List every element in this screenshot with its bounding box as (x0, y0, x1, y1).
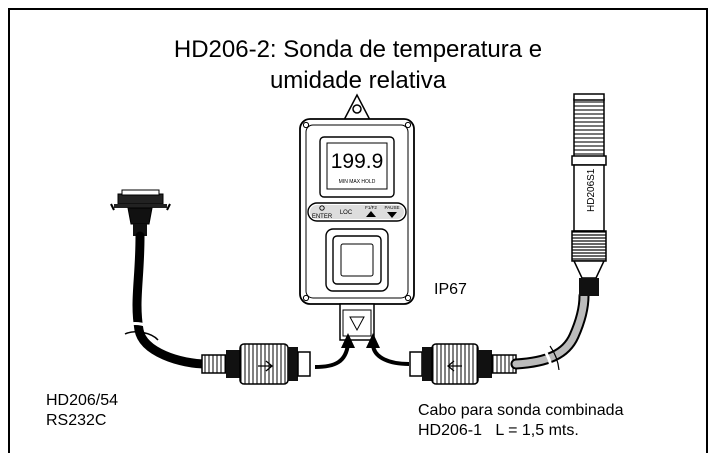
cable-label: Cabo para sonda combinada HD206-1 L = 1,… (418, 401, 623, 441)
display-indicators: MIN MAX HOLD (339, 179, 376, 185)
db9-connector (110, 189, 171, 236)
up-arrow-icon (366, 211, 376, 217)
right-round-connector (409, 343, 517, 385)
display-value: 199.9 (331, 150, 384, 173)
probe-cable (510, 290, 590, 373)
left-round-connector (201, 343, 311, 385)
data-logger-device: 199.9 MIN MAX HOLD ENTER LOC F1/F2 PAUSE (299, 93, 415, 341)
probe-model-label: HD206S1 (586, 168, 597, 212)
down-arrow-icon (387, 212, 397, 218)
diagram-frame (8, 8, 708, 453)
pause-key-label: PAUSE (385, 205, 400, 210)
connection-arrows (314, 333, 410, 369)
rs232-model: HD206/54 (46, 392, 119, 409)
rs232-label: HD206/54 RS232C (46, 391, 118, 431)
enter-key-label: ENTER (312, 214, 333, 220)
rs232-cable (123, 231, 212, 369)
diagram-title: HD206-2: Sonda de temperatura e umidade … (118, 34, 598, 96)
rs232-type: RS232C (46, 412, 107, 429)
title-line-1: HD206-2: Sonda de temperatura e (173, 36, 543, 63)
f1f2-key-label: F1/F2 (365, 205, 377, 210)
humidity-probe: HD206S1 (571, 93, 607, 296)
cable-model-length: HD206-1 L = 1,5 mts. (418, 422, 579, 439)
loc-key-label: LOC (340, 210, 353, 216)
cable-description: Cabo para sonda combinada (418, 402, 624, 419)
title-line-2: umidade relativa (269, 67, 447, 94)
ip-rating-label: IP67 (434, 281, 467, 298)
